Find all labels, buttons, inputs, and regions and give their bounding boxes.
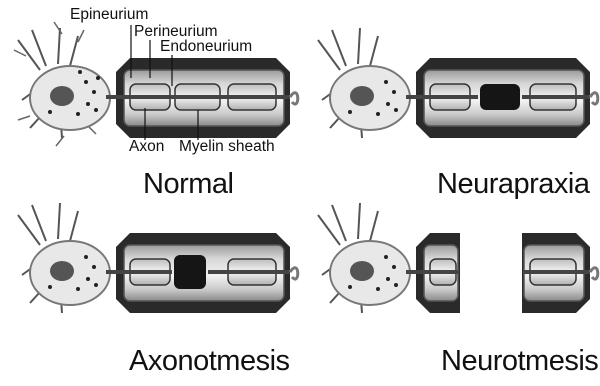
myelin-sheath-label: Myelin sheath: [179, 139, 275, 155]
caption-neurotmesis: Neurotmesis: [441, 347, 598, 376]
focal-demyelination-lesion: [480, 84, 520, 110]
caption-axonotmesis: Axonotmesis: [129, 347, 290, 376]
axon-disruption-lesion: [174, 255, 206, 289]
neuron-cell-body: [14, 22, 110, 146]
caption-normal: Normal: [143, 170, 233, 199]
neuron-cell-body: [18, 203, 110, 313]
caption-neurapraxia: Neurapraxia: [437, 170, 589, 199]
endoneurium-label: Endoneurium: [160, 39, 252, 55]
panel-normal: [14, 22, 298, 146]
nerve-stump-distal: [522, 233, 598, 313]
nerve-fascicle-normal: [106, 58, 298, 138]
nerve-stump-proximal: [406, 233, 460, 313]
axon-label: Axon: [129, 139, 164, 155]
epineurium-label: Epineurium: [70, 7, 148, 23]
nerve-fascicle-axonotmesis: [106, 233, 298, 313]
panel-neurotmesis: [318, 203, 598, 313]
panel-axonotmesis: [18, 203, 298, 313]
nerve-fascicle-neurapraxia: [406, 58, 598, 138]
neuron-cell-body: [318, 203, 410, 313]
panel-neurapraxia: [318, 28, 598, 138]
neuron-cell-body: [318, 28, 410, 138]
